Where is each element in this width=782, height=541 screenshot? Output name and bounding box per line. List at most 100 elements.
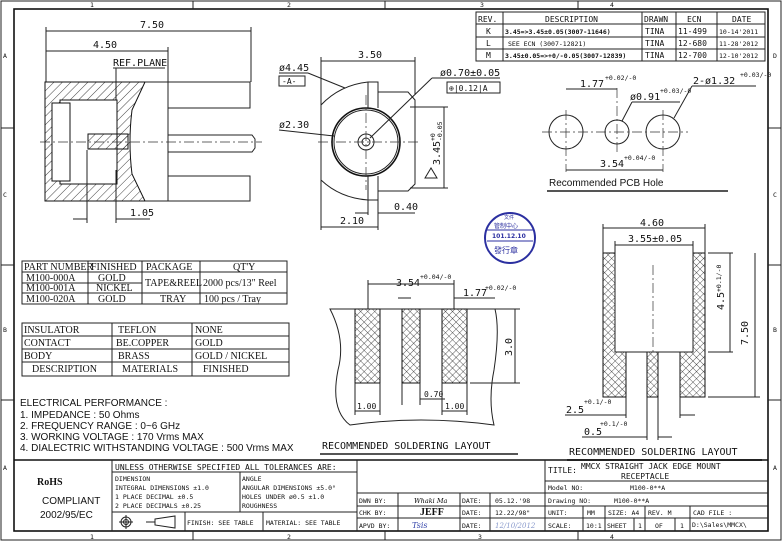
tolerance-line: ANGLE — [242, 475, 262, 483]
finish-cell: NICKEL — [96, 283, 133, 294]
tolerance-line: HOLES UNDER ø0.5 ±1.0 — [242, 493, 324, 501]
zone-label: A — [773, 464, 777, 472]
zone-label: A — [3, 52, 7, 60]
zone-label: C — [3, 191, 7, 199]
dim-width: 3.50 — [358, 50, 382, 61]
part-number-cell: M100-001A — [26, 283, 76, 294]
model-label: Model NO: — [548, 484, 583, 492]
zone-label: 3 — [480, 1, 484, 9]
part-number-cell: M100-020A — [26, 294, 76, 305]
solder-width: 4.60 — [640, 218, 664, 229]
rev-cell: L — [486, 39, 491, 48]
stamp-text: 文件 — [504, 214, 514, 221]
solder-pin-width: 0.5 — [584, 427, 602, 438]
pcb-hole-view: 1.77 +0.02/-0 ø0.91 +0.03/-0 2-ø1.32 +0.… — [542, 71, 771, 192]
sheet-total: 1 — [680, 522, 684, 530]
model-number: M100-0**A — [630, 484, 665, 492]
solder-body-length: 4.5 — [716, 292, 727, 310]
approved-by-label: APVD BY: — [359, 522, 390, 530]
dim-height: 3.45 — [432, 141, 443, 165]
zone-label: 4 — [610, 533, 614, 541]
material-cell: GOLD / NICKEL — [195, 351, 267, 362]
material-cell: GOLD — [195, 338, 223, 349]
outer-diameter-label: ø4.45 — [279, 63, 309, 74]
date-label: DATE: — [462, 522, 482, 530]
drawing-title: RECEPTACLE — [621, 472, 669, 481]
issue-stamp: 文件 管制中心 101.12.10 發行章 — [484, 212, 536, 264]
revision-table: REV. DESCRIPTION DRAWN ECN DATE K 3.45=>… — [475, 11, 766, 62]
dim-body-length: 4.50 — [93, 40, 117, 51]
desc-cell: 3.45=>3.45±0.05(3007-11646) — [505, 28, 611, 36]
pcb-pitch: 1.77 — [580, 79, 604, 90]
electrical-item: 4. DIALECTRIC WITHSTANDING VOLTAGE : 500… — [20, 443, 294, 454]
title-block: RoHS COMPLIANT 2002/95/EC UNLESS OTHERWI… — [14, 459, 768, 531]
solder-span: 3.54 — [396, 278, 420, 289]
rev-cell: K — [486, 27, 491, 36]
pcb-side-diameter-tol: +0.03/-0 — [740, 71, 771, 79]
part-number-cell: M100-000A — [26, 273, 76, 284]
qty-cell: 100 pcs / Tray — [204, 294, 261, 305]
solder-pad-width: 2.5 — [566, 405, 584, 416]
tolerance-line: 1 PLACE DECIMAL ±0.5 — [115, 493, 193, 501]
checked-by-label: CHK BY: — [359, 509, 386, 517]
material-note: MATERIAL: SEE TABLE — [266, 519, 340, 527]
scale-value: 10:1 — [586, 522, 602, 530]
zone-label: 3 — [478, 533, 482, 541]
stamp-text: 管制中心 — [494, 222, 518, 230]
material-cell: NONE — [195, 325, 223, 336]
rohs-directive: 2002/95/EC — [40, 510, 93, 521]
rev-cell: M — [486, 51, 491, 60]
material-cell: INSULATOR — [24, 325, 80, 336]
date-label: DATE: — [462, 509, 482, 517]
solder-pitch-tol: +0.02/-0 — [485, 284, 516, 292]
drawing-number-label: Drawing NO: — [548, 497, 591, 505]
material-header: DESCRIPTION — [32, 364, 97, 375]
finish-cell: GOLD — [98, 273, 126, 284]
datum-a: -A- — [282, 77, 296, 86]
package-cell: TAPE&REEL — [145, 278, 202, 289]
scale-label: SCALE: — [548, 522, 571, 530]
tolerance-line: ANGULAR DIMENSIONS ±5.0° — [242, 484, 336, 492]
pcb-center-diameter-tol: +0.03/-0 — [660, 87, 691, 95]
solder-total-length: 7.50 — [740, 321, 751, 345]
rohs-compliant: COMPLIANT — [42, 496, 100, 507]
date-cell: 12-10'2012 — [719, 52, 758, 60]
tolerance-line: ROUGHNESS — [242, 502, 277, 510]
revision-row: L SEE ECN (3007-12821) TINA 12-680 11-28… — [486, 39, 758, 48]
zone-label: 4 — [610, 1, 614, 9]
drawn-header: DRAWN — [644, 15, 668, 24]
zone-label: B — [3, 326, 7, 334]
dim-height-tol-lower: -0.05 — [436, 121, 444, 141]
material-cell: BODY — [24, 351, 52, 362]
soldering-layout-title: RECOMMENDED SOLDERING LAYOUT — [322, 441, 491, 452]
zone-label: 2 — [287, 1, 291, 9]
pcb-center-diameter: ø0.91 — [630, 92, 660, 103]
zone-label: B — [773, 326, 777, 334]
drawn-cell: TINA — [645, 39, 664, 48]
drawn-cell: TINA — [645, 51, 664, 60]
desc-cell: SEE ECN (3007-12821) — [508, 40, 586, 48]
dim-pin-offset: 1.05 — [130, 208, 154, 219]
zone-label: D — [773, 52, 777, 60]
solder-inner-width: 3.55±0.05 — [628, 234, 682, 245]
material-cell: BE.COPPER — [116, 338, 169, 349]
material-cell: TEFLON — [118, 325, 156, 336]
solder-pad-left: 1.00 — [357, 402, 376, 411]
solder-depth: 3.0 — [504, 338, 515, 356]
pcb-span: 3.54 — [600, 159, 624, 170]
checked-by-name: JEFF — [420, 507, 444, 518]
cad-file-label: CAD FILE : — [693, 509, 732, 517]
qty-cell: 2000 pcs/13" Reel — [203, 278, 277, 289]
electrical-item: 3. WORKING VOLTAGE : 170 Vrms MAX — [20, 432, 204, 443]
checked-date: 12.22/98" — [495, 509, 530, 517]
rev-header: REV. — [478, 15, 497, 24]
electrical-item: 2. FREQUENCY RANGE : 0~6 GHz — [20, 421, 180, 432]
material-cell: CONTACT — [24, 338, 70, 349]
front-view: 3.50 ø4.45 -A- ø2.30 ø0.70±0.05 ⊕|0.12|A… — [278, 50, 501, 230]
tolerance-line: DIMENSION — [115, 475, 150, 483]
qty-header: QT'Y — [233, 262, 255, 273]
pcb-pitch-tol: +0.02/-0 — [605, 74, 636, 82]
drawn-cell: TINA — [645, 27, 664, 36]
material-header: MATERIALS — [122, 364, 178, 375]
